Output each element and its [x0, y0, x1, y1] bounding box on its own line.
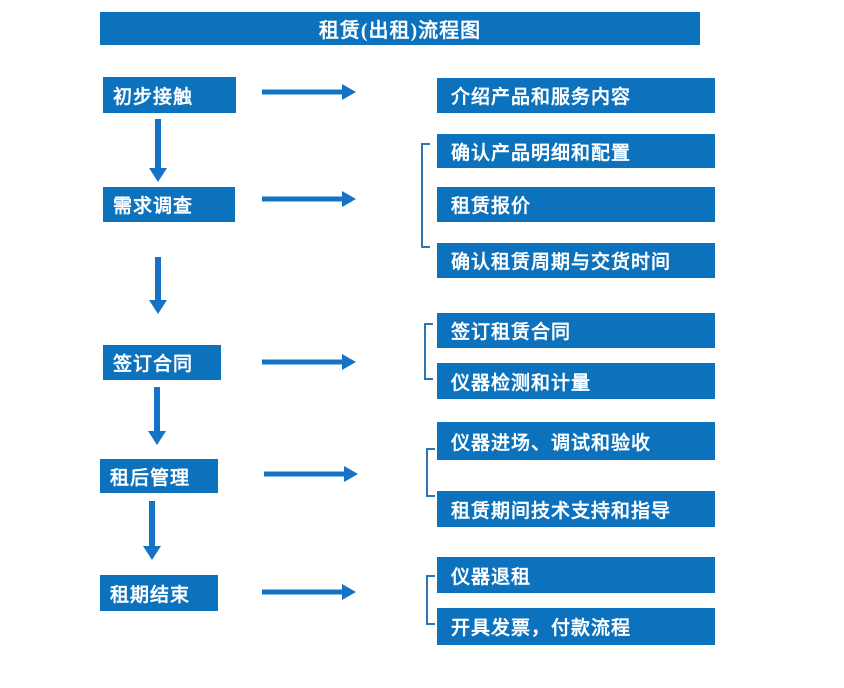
group-bracket	[426, 448, 435, 497]
arrow-right-icon	[262, 83, 357, 101]
arrow-down-icon	[142, 501, 162, 560]
detail-box-introduce-products: 介绍产品和服务内容	[437, 78, 715, 113]
detail-box-confirm-product-details: 确认产品明细和配置	[437, 134, 715, 168]
group-bracket	[424, 323, 433, 380]
stage-box-post-rental-management: 租后管理	[100, 459, 218, 493]
arrow-right-icon	[262, 190, 357, 208]
detail-box-rental-quote: 租赁报价	[437, 187, 715, 222]
group-bracket	[421, 143, 430, 248]
stage-box-sign-contract: 签订合同	[103, 345, 221, 380]
arrow-right-icon	[262, 583, 357, 601]
detail-box-instrument-setup: 仪器进场、调试和验收	[437, 422, 715, 460]
flowchart-title: 租赁(出租)流程图	[100, 12, 700, 45]
detail-box-instrument-return: 仪器退租	[437, 557, 715, 593]
detail-box-confirm-rental-period: 确认租赁周期与交货时间	[437, 243, 715, 278]
stage-box-rental-end: 租期结束	[100, 575, 218, 611]
stage-box-initial-contact: 初步接触	[103, 77, 236, 113]
group-bracket	[426, 575, 435, 625]
detail-box-instrument-testing: 仪器检测和计量	[437, 363, 715, 399]
arrow-right-icon	[262, 353, 357, 371]
arrow-down-icon	[147, 387, 167, 445]
arrow-right-icon	[264, 465, 359, 483]
arrow-down-icon	[148, 257, 168, 314]
detail-box-sign-rental-contract: 签订租赁合同	[437, 313, 715, 348]
arrow-down-icon	[148, 119, 168, 182]
detail-box-tech-support: 租赁期间技术支持和指导	[437, 491, 715, 527]
detail-box-invoice-payment: 开具发票，付款流程	[437, 608, 715, 645]
stage-box-demand-survey: 需求调查	[103, 187, 235, 222]
